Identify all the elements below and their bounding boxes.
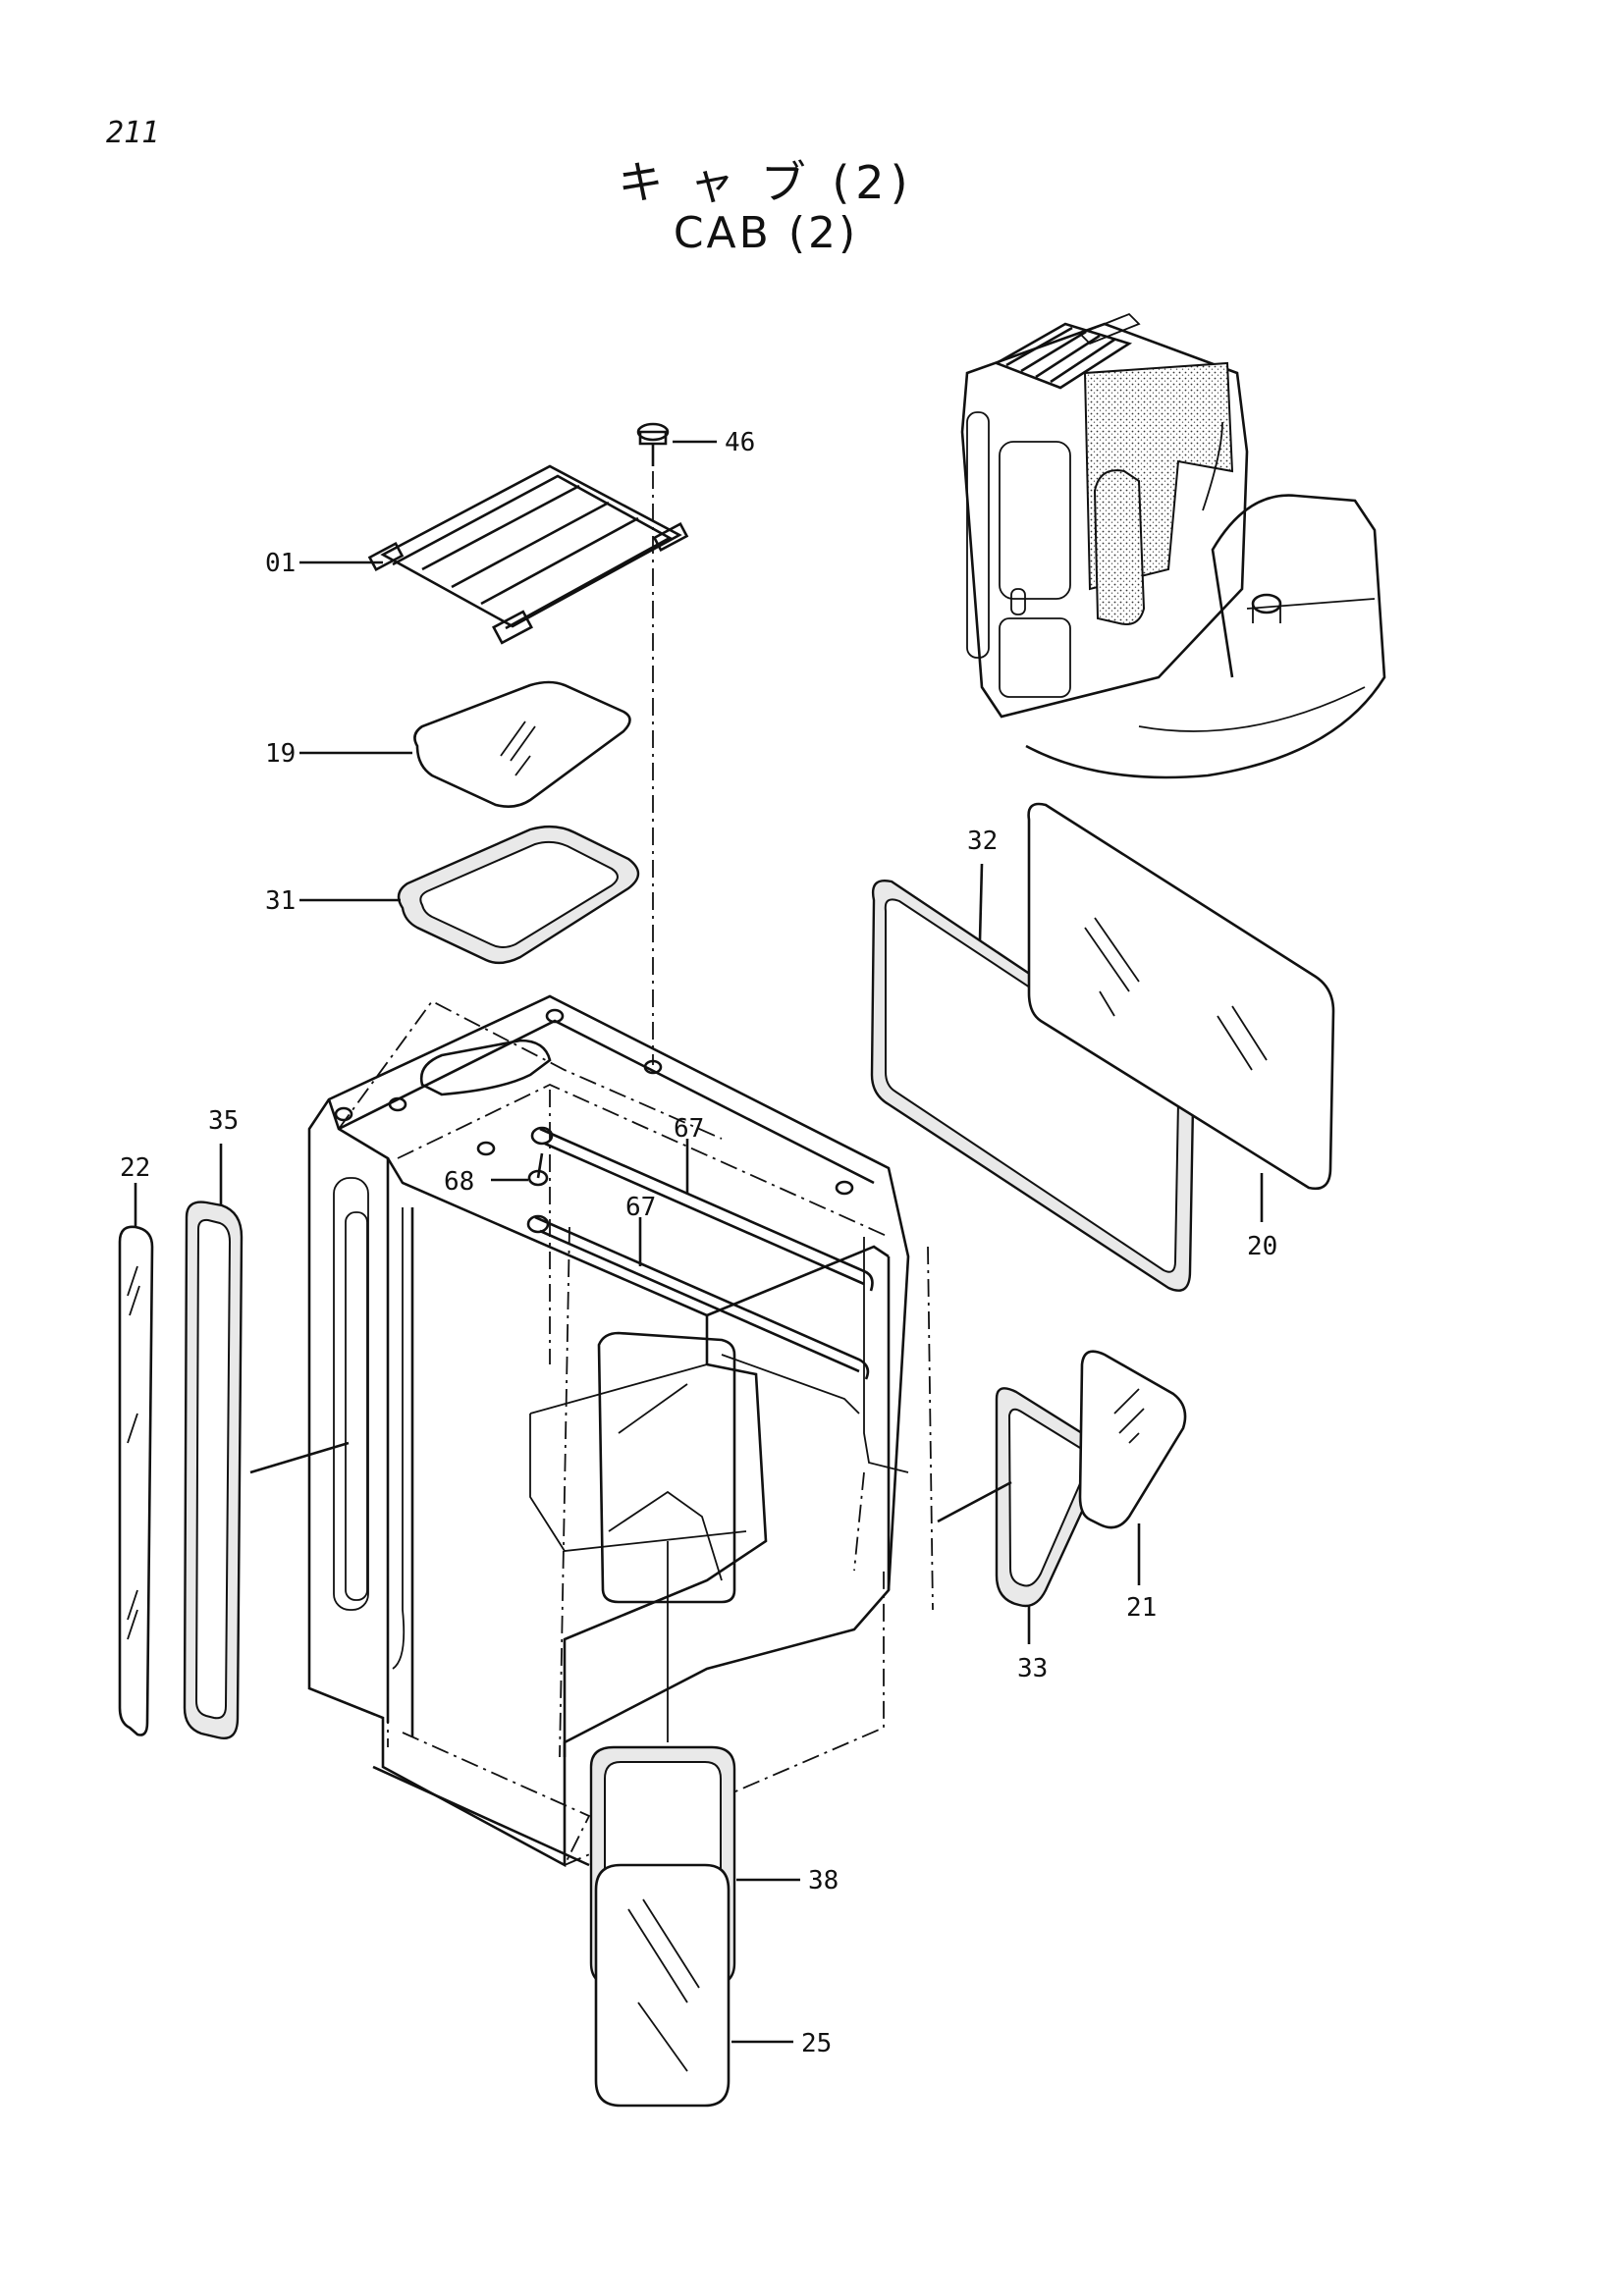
bolt-68 (491, 1152, 549, 1187)
front-glass-20 (1027, 802, 1335, 1222)
callout-22: 22 (120, 1153, 150, 1183)
roof-guard-01 (299, 464, 689, 645)
callout-38: 38 (808, 1866, 839, 1896)
corner-glass-21 (1078, 1350, 1187, 1585)
callout-31: 31 (265, 886, 296, 916)
cab-frame (307, 994, 934, 1868)
corner-seal-33 (937, 1387, 1104, 1644)
bolt-46 (636, 422, 717, 1065)
grab-bars-67 (526, 1126, 874, 1380)
callout-46: 46 (725, 428, 755, 457)
door-glass-25 (594, 1863, 793, 2108)
title-japanese: キ ャ ブ (2) (618, 156, 914, 209)
assembled-cab-view (960, 312, 1386, 779)
callout-33: 33 (1017, 1654, 1048, 1683)
callout-67-lower: 67 (625, 1193, 656, 1222)
callout-67-upper: 67 (674, 1114, 704, 1144)
roof-seal-31 (299, 825, 640, 965)
title-english: CAB (2) (673, 208, 859, 258)
side-seal-35 (183, 1144, 350, 1739)
page-number: 211 (106, 116, 160, 150)
callout-20: 20 (1247, 1232, 1277, 1261)
callout-68: 68 (444, 1167, 474, 1197)
callout-labels: 01 19 31 46 22 35 67 67 68 32 20 21 33 3… (120, 428, 1277, 2058)
callout-35: 35 (208, 1106, 239, 1136)
callout-01: 01 (265, 549, 296, 578)
callout-21: 21 (1126, 1593, 1157, 1623)
side-glass-22 (118, 1183, 154, 1736)
front-seal-32 (870, 863, 1195, 1292)
roof-glass-19 (299, 680, 631, 808)
callout-32: 32 (967, 827, 998, 856)
callout-19: 19 (265, 739, 296, 769)
callout-25: 25 (801, 2029, 832, 2058)
